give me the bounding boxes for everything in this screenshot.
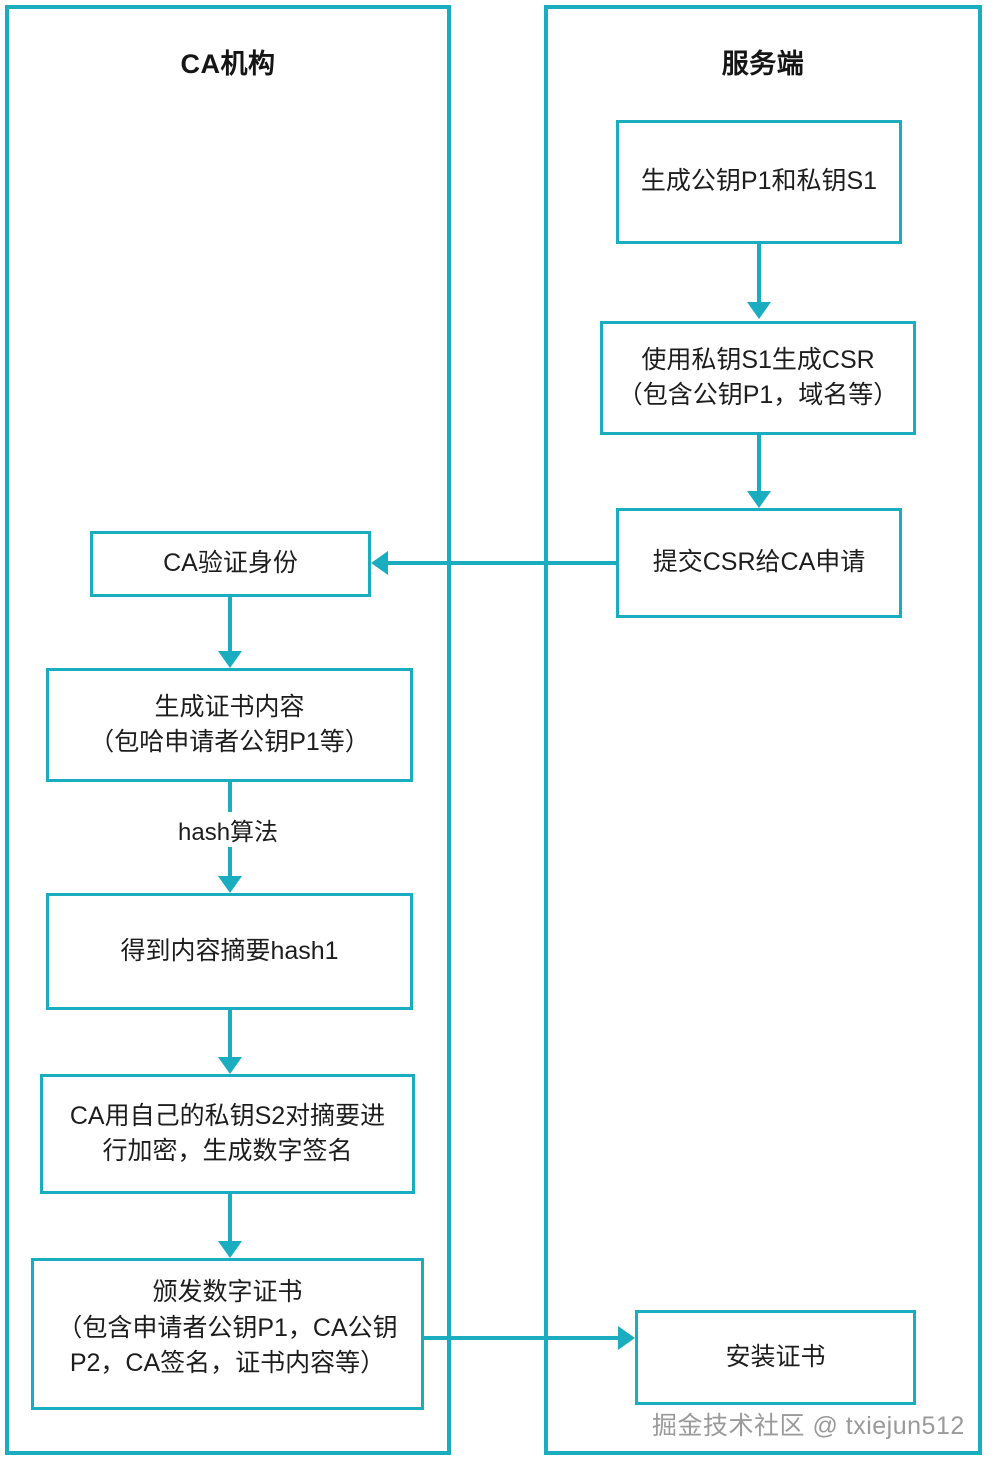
swimlane-title-ca: CA机构 bbox=[180, 49, 276, 79]
connector-hash1-to-sign bbox=[228, 1010, 232, 1059]
node-generate-csr[interactable]: 使用私钥S1生成CSR （包含公钥P1，域名等） bbox=[600, 321, 916, 435]
node-line: 使用私钥S1生成CSR bbox=[641, 345, 875, 374]
arrowhead-submit-to-verify bbox=[371, 551, 388, 575]
connector-sign-to-issue bbox=[228, 1194, 232, 1243]
node-line: CA验证身份 bbox=[163, 549, 298, 578]
arrowhead-hash1-to-sign bbox=[218, 1057, 242, 1074]
watermark-text: 掘金技术社区 @ txiejun512 bbox=[652, 1412, 965, 1440]
connector-csr-to-submit bbox=[757, 435, 761, 493]
node-line: 提交CSR给CA申请 bbox=[652, 548, 866, 577]
node-line: 生成公钥P1和私钥S1 bbox=[640, 167, 878, 196]
node-line: 得到内容摘要hash1 bbox=[120, 936, 339, 965]
node-ca-sign-digest[interactable]: CA用自己的私钥S2对摘要进 行加密，生成数字签名 bbox=[40, 1074, 415, 1194]
node-line: 安装证书 bbox=[725, 1342, 826, 1371]
node-generate-certificate-content[interactable]: 生成证书内容 （包哈申请者公钥P1等） bbox=[46, 668, 413, 782]
swimlane-title-server: 服务端 bbox=[721, 49, 805, 79]
arrowhead-issue-to-install bbox=[618, 1326, 635, 1350]
connector-genkeys-to-csr bbox=[757, 244, 761, 304]
arrowhead-sign-to-issue bbox=[218, 1241, 242, 1258]
node-install-certificate[interactable]: 安装证书 bbox=[635, 1310, 916, 1405]
node-issue-digital-certificate[interactable]: 颁发数字证书 （包含申请者公钥P1，CA公钥 P2，CA签名，证书内容等） bbox=[31, 1258, 424, 1410]
node-submit-csr-to-ca[interactable]: 提交CSR给CA申请 bbox=[616, 508, 902, 618]
swimlane-server bbox=[544, 5, 982, 1455]
connector-verify-to-certcontent bbox=[228, 597, 232, 651]
node-content-digest-hash1[interactable]: 得到内容摘要hash1 bbox=[46, 893, 413, 1010]
node-line: 生成证书内容 bbox=[154, 692, 305, 721]
node-line: 行加密，生成数字签名 bbox=[102, 1137, 353, 1165]
connector-submit-to-verify bbox=[388, 561, 616, 565]
arrowhead-genkeys-to-csr bbox=[747, 302, 771, 319]
arrowhead-verify-to-certcontent bbox=[218, 651, 242, 668]
node-line: P2，CA签名，证书内容等） bbox=[69, 1349, 386, 1377]
node-ca-verify-identity[interactable]: CA验证身份 bbox=[90, 531, 371, 597]
node-line: （包哈申请者公钥P1等） bbox=[89, 728, 370, 756]
edge-label-hash-algorithm: hash算法 bbox=[172, 812, 285, 847]
node-line: （包含公钥P1，域名等） bbox=[617, 381, 899, 409]
node-line: （包含申请者公钥P1，CA公钥 bbox=[57, 1313, 398, 1342]
node-line: 颁发数字证书 bbox=[152, 1278, 303, 1306]
node-generate-keypair[interactable]: 生成公钥P1和私钥S1 bbox=[616, 120, 902, 244]
arrowhead-certcontent-to-hash1 bbox=[218, 876, 242, 893]
arrowhead-csr-to-submit bbox=[747, 491, 771, 508]
node-line: CA用自己的私钥S2对摘要进 bbox=[69, 1101, 386, 1130]
connector-issue-to-install bbox=[424, 1336, 618, 1340]
